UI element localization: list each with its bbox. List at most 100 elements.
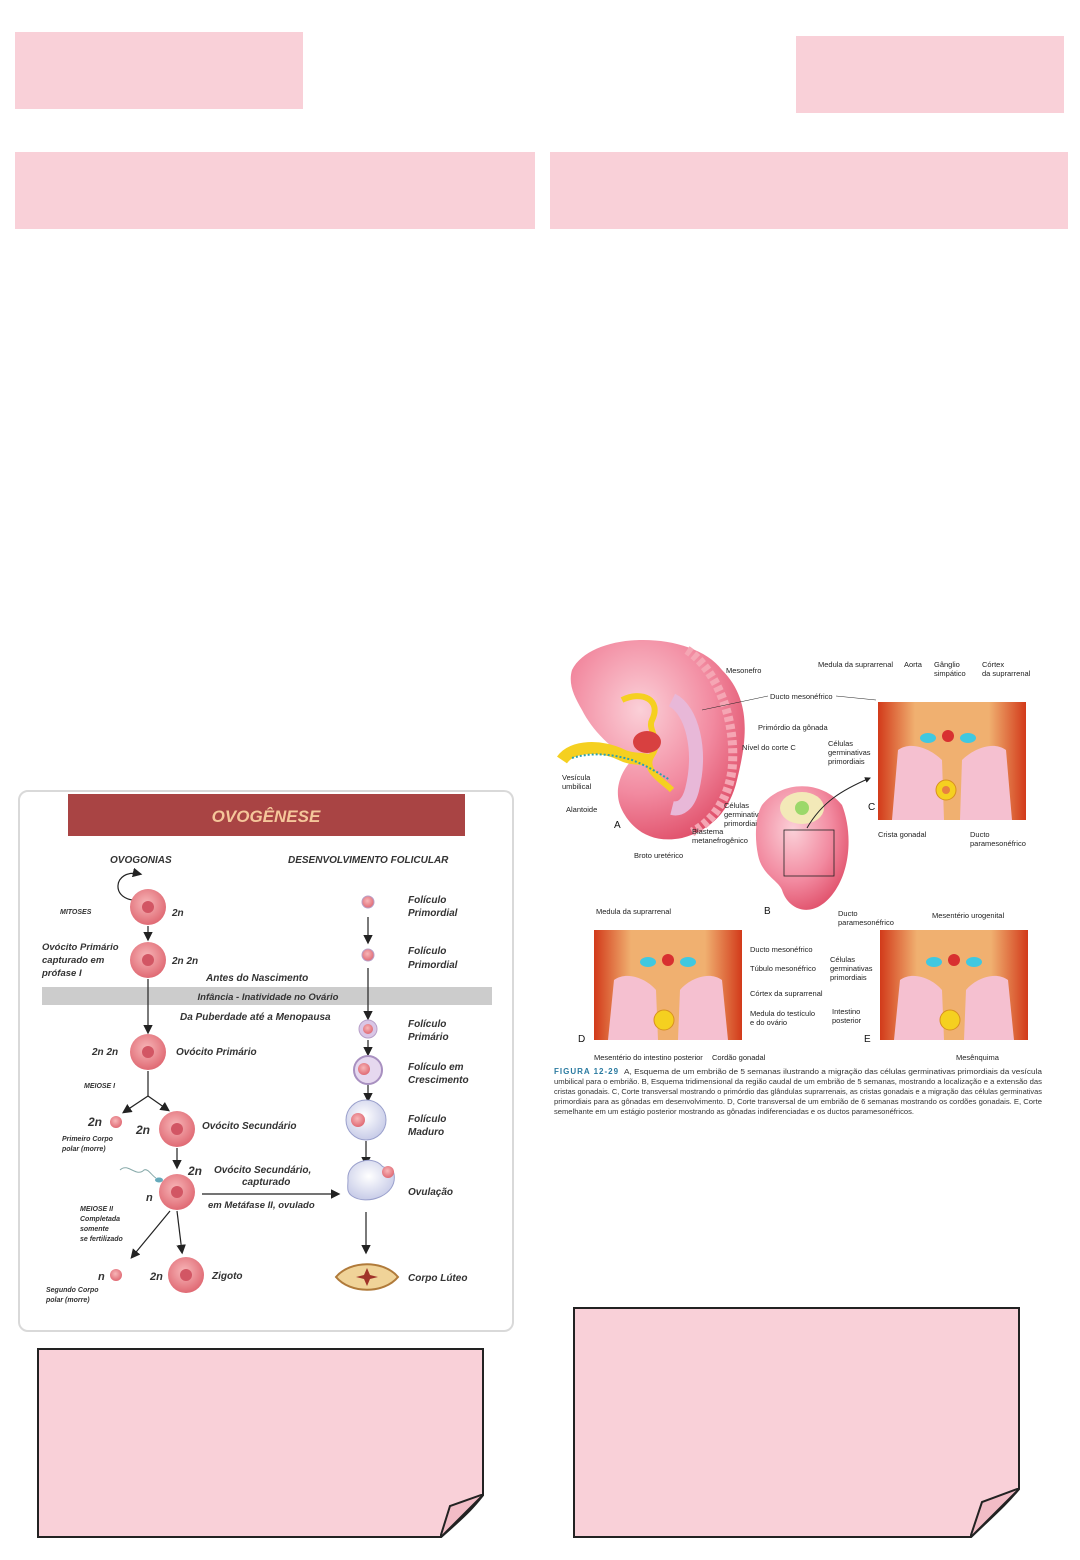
- foliculo-primordial-1a: Folículo: [408, 895, 446, 906]
- leader-ducto-right: [835, 695, 877, 701]
- heading-box-left: [15, 152, 535, 229]
- embryo-b-box: [783, 829, 835, 877]
- lbl-medula-supra-d: Medula da suprarrenal: [596, 907, 671, 916]
- oocito-prim-captured-2: capturado em: [42, 955, 105, 966]
- foliculo-primario-a: Folículo: [408, 1019, 446, 1030]
- embryo-figure: Mesonefro Ducto mesonéfrico Primórdio da…: [552, 630, 1060, 1122]
- lbl-celulas-a-2: germinativas: [724, 810, 767, 819]
- embryo-b-tube: [795, 801, 809, 815]
- foliculo-primario-oocyte: [363, 1024, 373, 1034]
- note-left-fold: [440, 1494, 484, 1538]
- corpo-luteo-core: [356, 1268, 378, 1286]
- oocito-sec-captured-2: capturado: [242, 1177, 290, 1188]
- lbl-alantoide: Alantoide: [566, 805, 597, 814]
- lbl-mesenterio-uro: Mesentério urogenital: [932, 911, 1004, 920]
- lbl-ganglio-1: Gânglio: [934, 660, 960, 669]
- lbl-vesicula-2: umbilical: [562, 782, 592, 791]
- lbl-ducto-mesonefrico: Ducto mesonéfrico: [770, 692, 833, 701]
- embryo-a-mesonefro: [668, 693, 703, 816]
- lbl-celulas-a-3: primordiais: [724, 819, 761, 828]
- ovogonia-nucleus: [142, 901, 154, 913]
- lbl-celulas-e-3: primordiais: [830, 973, 867, 982]
- lbl-cortex-supra-1: Córtex: [982, 660, 1004, 669]
- foliculo-crescimento-oocyte: [358, 1063, 370, 1075]
- lbl-cortex-supra-2: da suprarrenal: [982, 669, 1031, 678]
- ovulacao-oocyte: [382, 1166, 394, 1178]
- lbl-celulas-c-2: germinativas: [828, 748, 871, 757]
- section-c-aorta: [942, 730, 954, 742]
- primeiro-corpo-1: Primeiro Corpo: [62, 1136, 114, 1143]
- note-right: [573, 1307, 1020, 1538]
- lbl-ducto-para-e-2: paramesonéfrico: [838, 918, 894, 927]
- oocito-sec-captured-1: Ovócito Secundário,: [214, 1165, 311, 1176]
- primeiro-corpo-2: polar (morre): [61, 1146, 106, 1153]
- embryo-b-shape: [755, 786, 849, 910]
- section-d-cortex-l: [640, 957, 656, 967]
- ploidy-2n-e: 2n: [149, 1271, 163, 1283]
- caption-line-3: cristas gonadais. C, Corte transversal m…: [554, 1087, 1042, 1096]
- oocito-prim-captured-3: prófase I: [41, 968, 82, 979]
- lbl-celulas-c-3: primordiais: [828, 757, 865, 766]
- ploidy-2n-c: 2n: [135, 1123, 150, 1137]
- meiose-ii-3: somente: [80, 1226, 109, 1233]
- segundo-corpo-1: Segundo Corpo: [46, 1287, 99, 1294]
- oocito-prim-captured-1: Ovócito Primário: [42, 942, 119, 953]
- oocito-primario-nucleus-2: [142, 1046, 154, 1058]
- lbl-celulas-a-1: Células: [724, 801, 749, 810]
- oocito-secundario-label: Ovócito Secundário: [202, 1121, 296, 1132]
- oocito-secundario-nucleus: [171, 1123, 183, 1135]
- n-a: n: [146, 1192, 153, 1204]
- lbl-medula-supra: Medula da suprarrenal: [818, 660, 893, 669]
- lbl-ducto-para-c-1: Ducto: [970, 830, 990, 839]
- lbl-blastema-2: metanefrogênico: [692, 836, 748, 845]
- caption-line-1: A, Esquema de um embrião de 5 semanas il…: [624, 1067, 1043, 1076]
- foliculo-primordial-1-shape: [361, 895, 375, 909]
- embryo-a-heart: [633, 731, 661, 753]
- foliculo-maduro-oocyte: [351, 1113, 365, 1127]
- puberdade-label: Da Puberdade até a Menopausa: [180, 1012, 331, 1023]
- embryo-svg: Mesonefro Ducto mesonéfrico Primórdio da…: [554, 640, 1043, 1116]
- embryo-a-somites: [684, 646, 738, 837]
- infancia-label: Infância - Inatividade no Ovário: [198, 992, 339, 1003]
- lbl-ducto-para-c-2: paramesonéfrico: [970, 839, 1026, 848]
- mitoses-loop-arrow: [117, 867, 143, 901]
- segundo-corpo-2: polar (morre): [45, 1297, 90, 1304]
- sperm-tail: [119, 1167, 157, 1179]
- section-c-gut-core: [942, 786, 950, 794]
- corpo-luteo-label: Corpo Lúteo: [408, 1273, 467, 1284]
- lbl-medula-testiculo-1: Medula do testículo: [750, 1009, 815, 1018]
- antes-nascimento: Antes do Nascimento: [205, 973, 308, 984]
- lbl-cortex-d: Córtex da suprarrenal: [750, 989, 823, 998]
- metafase-label: em Metáfase II, ovulado: [208, 1200, 315, 1211]
- ploidy-2n-a: 2n: [171, 908, 184, 919]
- meiose-ii-1: MEIOSE II: [80, 1206, 114, 1213]
- lbl-mesenquima: Mesênquima: [956, 1053, 1000, 1062]
- ovogenese-svg: OVOGÊNESE OVOGONIAS DESENVOLVIMENTO FOLI…: [41, 794, 492, 1304]
- lbl-crista: Crista gonadal: [878, 830, 927, 839]
- caption-label: FIGURA 12-29: [554, 1067, 619, 1076]
- foliculo-crescimento-a: Folículo em: [408, 1062, 464, 1073]
- lbl-mesonefro: Mesonefro: [726, 666, 761, 675]
- zigoto-nucleus: [180, 1269, 192, 1281]
- lbl-mesenterio-int: Mesentério do intestino posterior: [594, 1053, 703, 1062]
- heading-box-right: [550, 152, 1068, 229]
- section-d-gut: [653, 1009, 675, 1031]
- section-e-ridges: [894, 975, 1014, 1040]
- letter-d: D: [578, 1034, 585, 1045]
- oocito-primario-nucleus-1: [142, 954, 154, 966]
- arrow-b-c: [806, 777, 871, 829]
- foliculo-maduro-a: Folículo: [408, 1114, 446, 1125]
- meiose-i-label: MEIOSE I: [84, 1083, 116, 1090]
- lbl-tubulo: Túbulo mesonéfrico: [750, 964, 816, 973]
- section-e-gut: [939, 1009, 961, 1031]
- section-c-cortex-l: [920, 733, 936, 743]
- lbl-celulas-e-2: germinativas: [830, 964, 873, 973]
- caption-line-4: primordiais para as gônadas em desenvolv…: [554, 1097, 1042, 1106]
- lbl-intestino-1: Intestino: [832, 1007, 860, 1016]
- section-d-aorta: [662, 954, 674, 966]
- mitoses-label: MITOSES: [60, 909, 92, 916]
- ploidy-2n2n-a: 2n 2n: [171, 956, 198, 967]
- letter-e: E: [864, 1034, 871, 1045]
- lbl-medula-testiculo-2: e do ovário: [750, 1018, 787, 1027]
- section-d-cortex-r: [680, 957, 696, 967]
